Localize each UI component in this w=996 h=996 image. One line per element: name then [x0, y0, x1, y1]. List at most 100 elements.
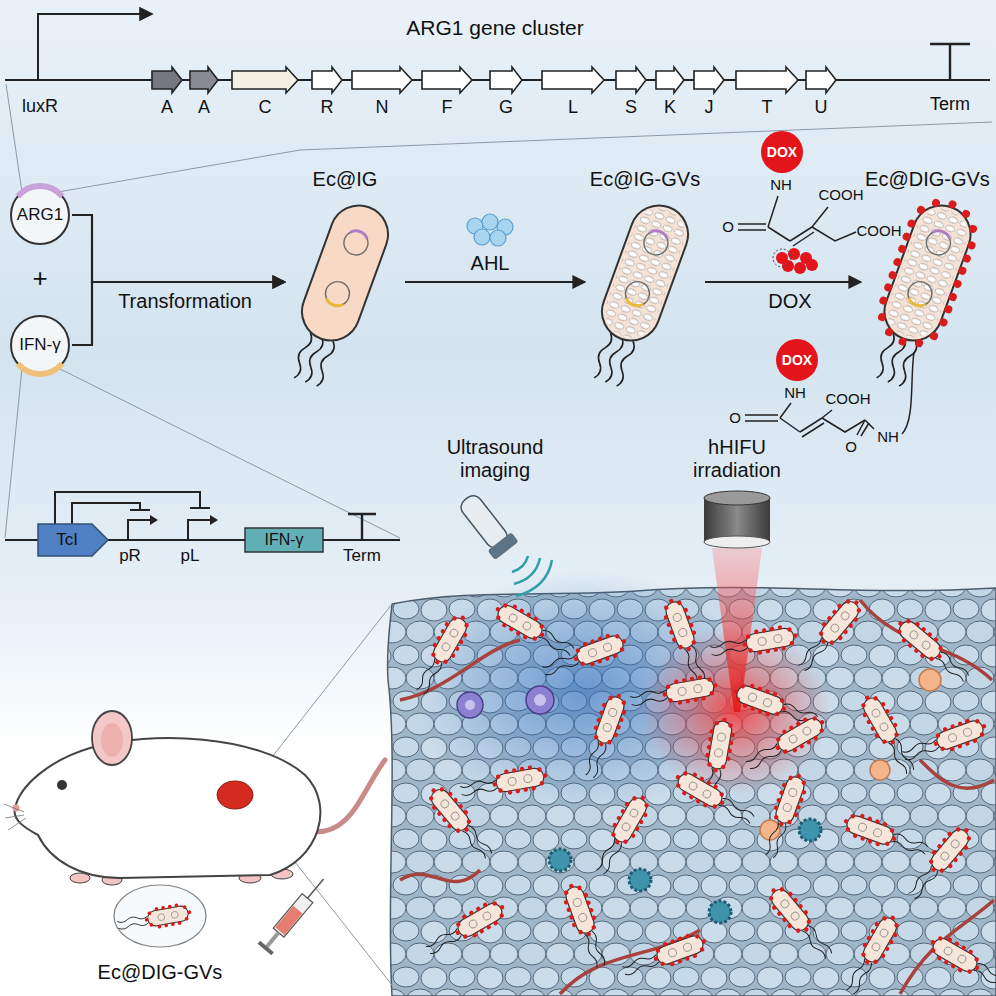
bacterium-shape	[961, 209, 971, 219]
bacterium-shape	[885, 336, 908, 383]
title-label: ARG1 gene cluster	[406, 16, 583, 40]
tumor-tissue	[920, 760, 994, 788]
dox-conjugate-structure	[780, 403, 791, 418]
bacterium-shape	[892, 257, 902, 267]
dox-linker-structure	[738, 224, 766, 230]
edge-label: DOX	[768, 290, 811, 313]
dox-conjugate-structure	[745, 352, 914, 437]
drug-circle-shape	[761, 131, 803, 173]
tumor-tissue	[839, 910, 905, 996]
inset-bacterium-shape	[154, 907, 158, 911]
syringe	[275, 906, 302, 935]
label-box: NH	[770, 176, 792, 193]
dox-particles	[806, 259, 818, 271]
hifu-transducer	[704, 536, 770, 548]
inset-bacterium-shape	[171, 922, 175, 926]
bacterium-shape	[884, 327, 894, 337]
tumor-tissue	[539, 629, 630, 683]
dox-linker-structure	[768, 227, 790, 241]
node-label: IFN-γ	[264, 531, 303, 549]
bacterium-shape	[322, 278, 353, 309]
tumor-tissue	[526, 686, 554, 714]
plasmid-circle: IFN-γ	[8, 313, 72, 377]
atom-label: NH	[770, 176, 792, 193]
gene-cluster	[616, 67, 646, 93]
bacterium-shape	[341, 228, 372, 259]
dox-conjugate-structure	[822, 410, 832, 418]
gene-box: IFN-γ	[245, 528, 323, 552]
label-box: COOH	[819, 186, 864, 203]
node-label: Ec@IG	[313, 168, 378, 191]
bacterium-shape	[947, 199, 957, 209]
tumor-tissue	[792, 593, 868, 677]
label-box: COOH	[826, 390, 871, 407]
node-label: DOX	[782, 352, 812, 368]
dox-linker-structure	[812, 227, 856, 241]
bacterium-shape	[888, 270, 898, 280]
dox-conjugate-structure	[745, 415, 778, 421]
gene-label: A	[161, 97, 173, 118]
inset-bacterium-shape	[117, 915, 149, 930]
process-arrow	[405, 281, 585, 283]
syringe	[258, 873, 331, 955]
tumor-tissue	[619, 929, 710, 983]
bacterium-shape	[968, 224, 978, 234]
label-box: O	[845, 438, 857, 455]
promoter-label: pR	[119, 546, 141, 566]
bacterium-shape	[897, 336, 907, 346]
plasmid-circle-shape	[11, 316, 69, 374]
bacterium-shape	[285, 168, 405, 348]
process-arrow	[72, 282, 285, 345]
edge-label-box: DOX	[768, 290, 811, 313]
terminator-label: Term	[343, 546, 381, 566]
bacterium-shape	[948, 292, 958, 302]
dox-conjugate-structure	[780, 418, 800, 432]
bacterium-shape	[861, 168, 994, 348]
gene-arrow: TcI	[38, 524, 108, 556]
tumor-tissue	[387, 548, 996, 996]
inset-bacterium-shape	[114, 885, 206, 947]
bacterium-shape	[916, 205, 926, 215]
edge-label: Transformation	[118, 290, 252, 313]
edge-label-box: Transformation	[118, 290, 252, 313]
atom-label: NH	[877, 428, 899, 445]
tumor-tissue	[409, 610, 475, 699]
genetic-circuit	[72, 503, 150, 524]
bacterium-shape	[613, 340, 636, 387]
leader-lines	[58, 122, 992, 192]
label-box: COOH	[857, 222, 902, 239]
ultrasound-probe	[512, 556, 552, 596]
tumor-tissue	[712, 548, 762, 712]
promoter-label: luxR	[22, 96, 58, 117]
bacterium-shape	[622, 278, 653, 309]
label-box: A	[198, 97, 210, 118]
gene-box-shape	[245, 528, 323, 552]
inset-bacterium: Ec@DIG-GVs	[85, 880, 235, 985]
label-box: C	[259, 97, 272, 118]
inset-bacterium-shape	[116, 901, 193, 935]
plasmid-circle-shape	[11, 186, 69, 244]
tumor-tissue	[422, 781, 498, 865]
bacterium-shape	[878, 295, 888, 305]
gene-arrow-shape	[38, 524, 108, 556]
gene-cluster	[190, 67, 218, 93]
bacterium-shape	[854, 188, 988, 394]
bacterium-shape	[929, 331, 939, 341]
tumor-tissue	[902, 821, 978, 905]
dox-particles	[776, 248, 818, 274]
bacterium-shape	[602, 336, 625, 383]
dox-linker-structure	[812, 207, 828, 227]
bacterium-shape	[902, 232, 912, 242]
gene-label: F	[442, 97, 453, 118]
bacterium: Ec@IG	[285, 168, 405, 348]
gene-label: N	[376, 97, 389, 118]
mouse	[92, 711, 132, 765]
bacterium-shape	[876, 197, 978, 348]
tumor-tissue	[578, 690, 632, 781]
tumor-tissue	[549, 849, 571, 871]
tumor-tissue	[459, 763, 550, 803]
gene-label: C	[259, 97, 272, 118]
gene-cluster	[140, 8, 152, 20]
bacterium-shape	[905, 278, 936, 309]
